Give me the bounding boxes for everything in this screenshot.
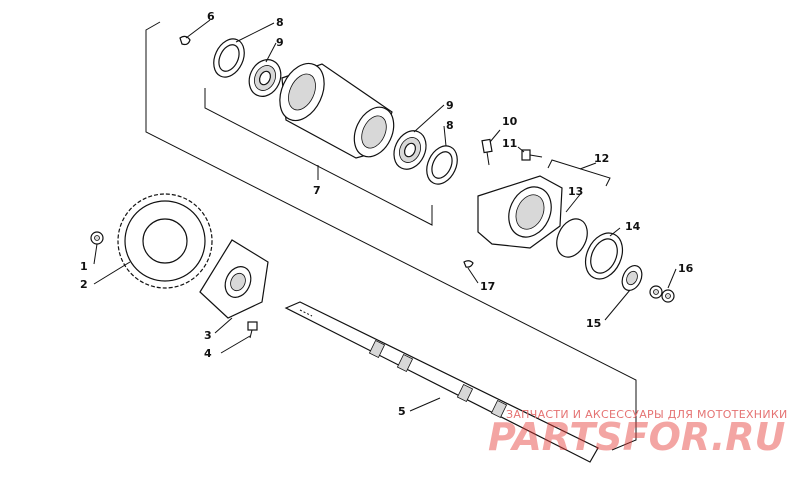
label-5: 5 [398,405,406,418]
label-11: 11 [502,137,517,150]
spacer-15 [621,265,643,291]
watermark-tagline: ЗАПЧАСТИ И АКСЕССУАРЫ ДЛЯ МОТОТЕХНИКИ [506,408,788,421]
label-13: 13 [568,185,583,198]
label-14: 14 [625,220,641,233]
watermark-logo: PARTSFOR.RU [488,415,786,459]
label-3: 3 [204,329,212,342]
rear-axle [284,301,599,463]
assembly-frame [145,21,637,451]
bolt-4 [247,321,258,339]
label-16: 16 [678,262,694,275]
nut-1 [90,231,104,245]
ring-14 [584,232,624,280]
seal-bottom [426,145,458,185]
label-10: 10 [502,115,518,128]
sprocket-hub [199,239,269,319]
leader-lines [93,19,677,412]
caliper-bracket [477,175,563,249]
label-9-top: 9 [276,36,284,49]
bearing-bottom [393,130,427,170]
label-8-top: 8 [276,16,284,29]
label-7: 7 [313,184,321,197]
sprocket [117,193,213,289]
bolt-11 [521,149,543,161]
clip-part [179,35,191,46]
label-6: 6 [207,10,215,23]
label-15: 15 [586,317,601,330]
bearing-top [248,59,282,97]
label-1: 1 [80,260,88,273]
o-ring-13 [556,218,588,258]
label-9-bottom: 9 [446,99,454,112]
label-12: 12 [594,152,609,165]
label-17: 17 [480,280,495,293]
label-4: 4 [204,347,212,360]
seal-top [213,38,245,78]
bolt-10 [481,138,493,166]
nuts-16 [649,285,675,303]
label-8-bottom: 8 [446,119,454,132]
rear-hub [279,62,395,159]
label-2: 2 [80,278,88,291]
clip-17 [463,260,474,268]
